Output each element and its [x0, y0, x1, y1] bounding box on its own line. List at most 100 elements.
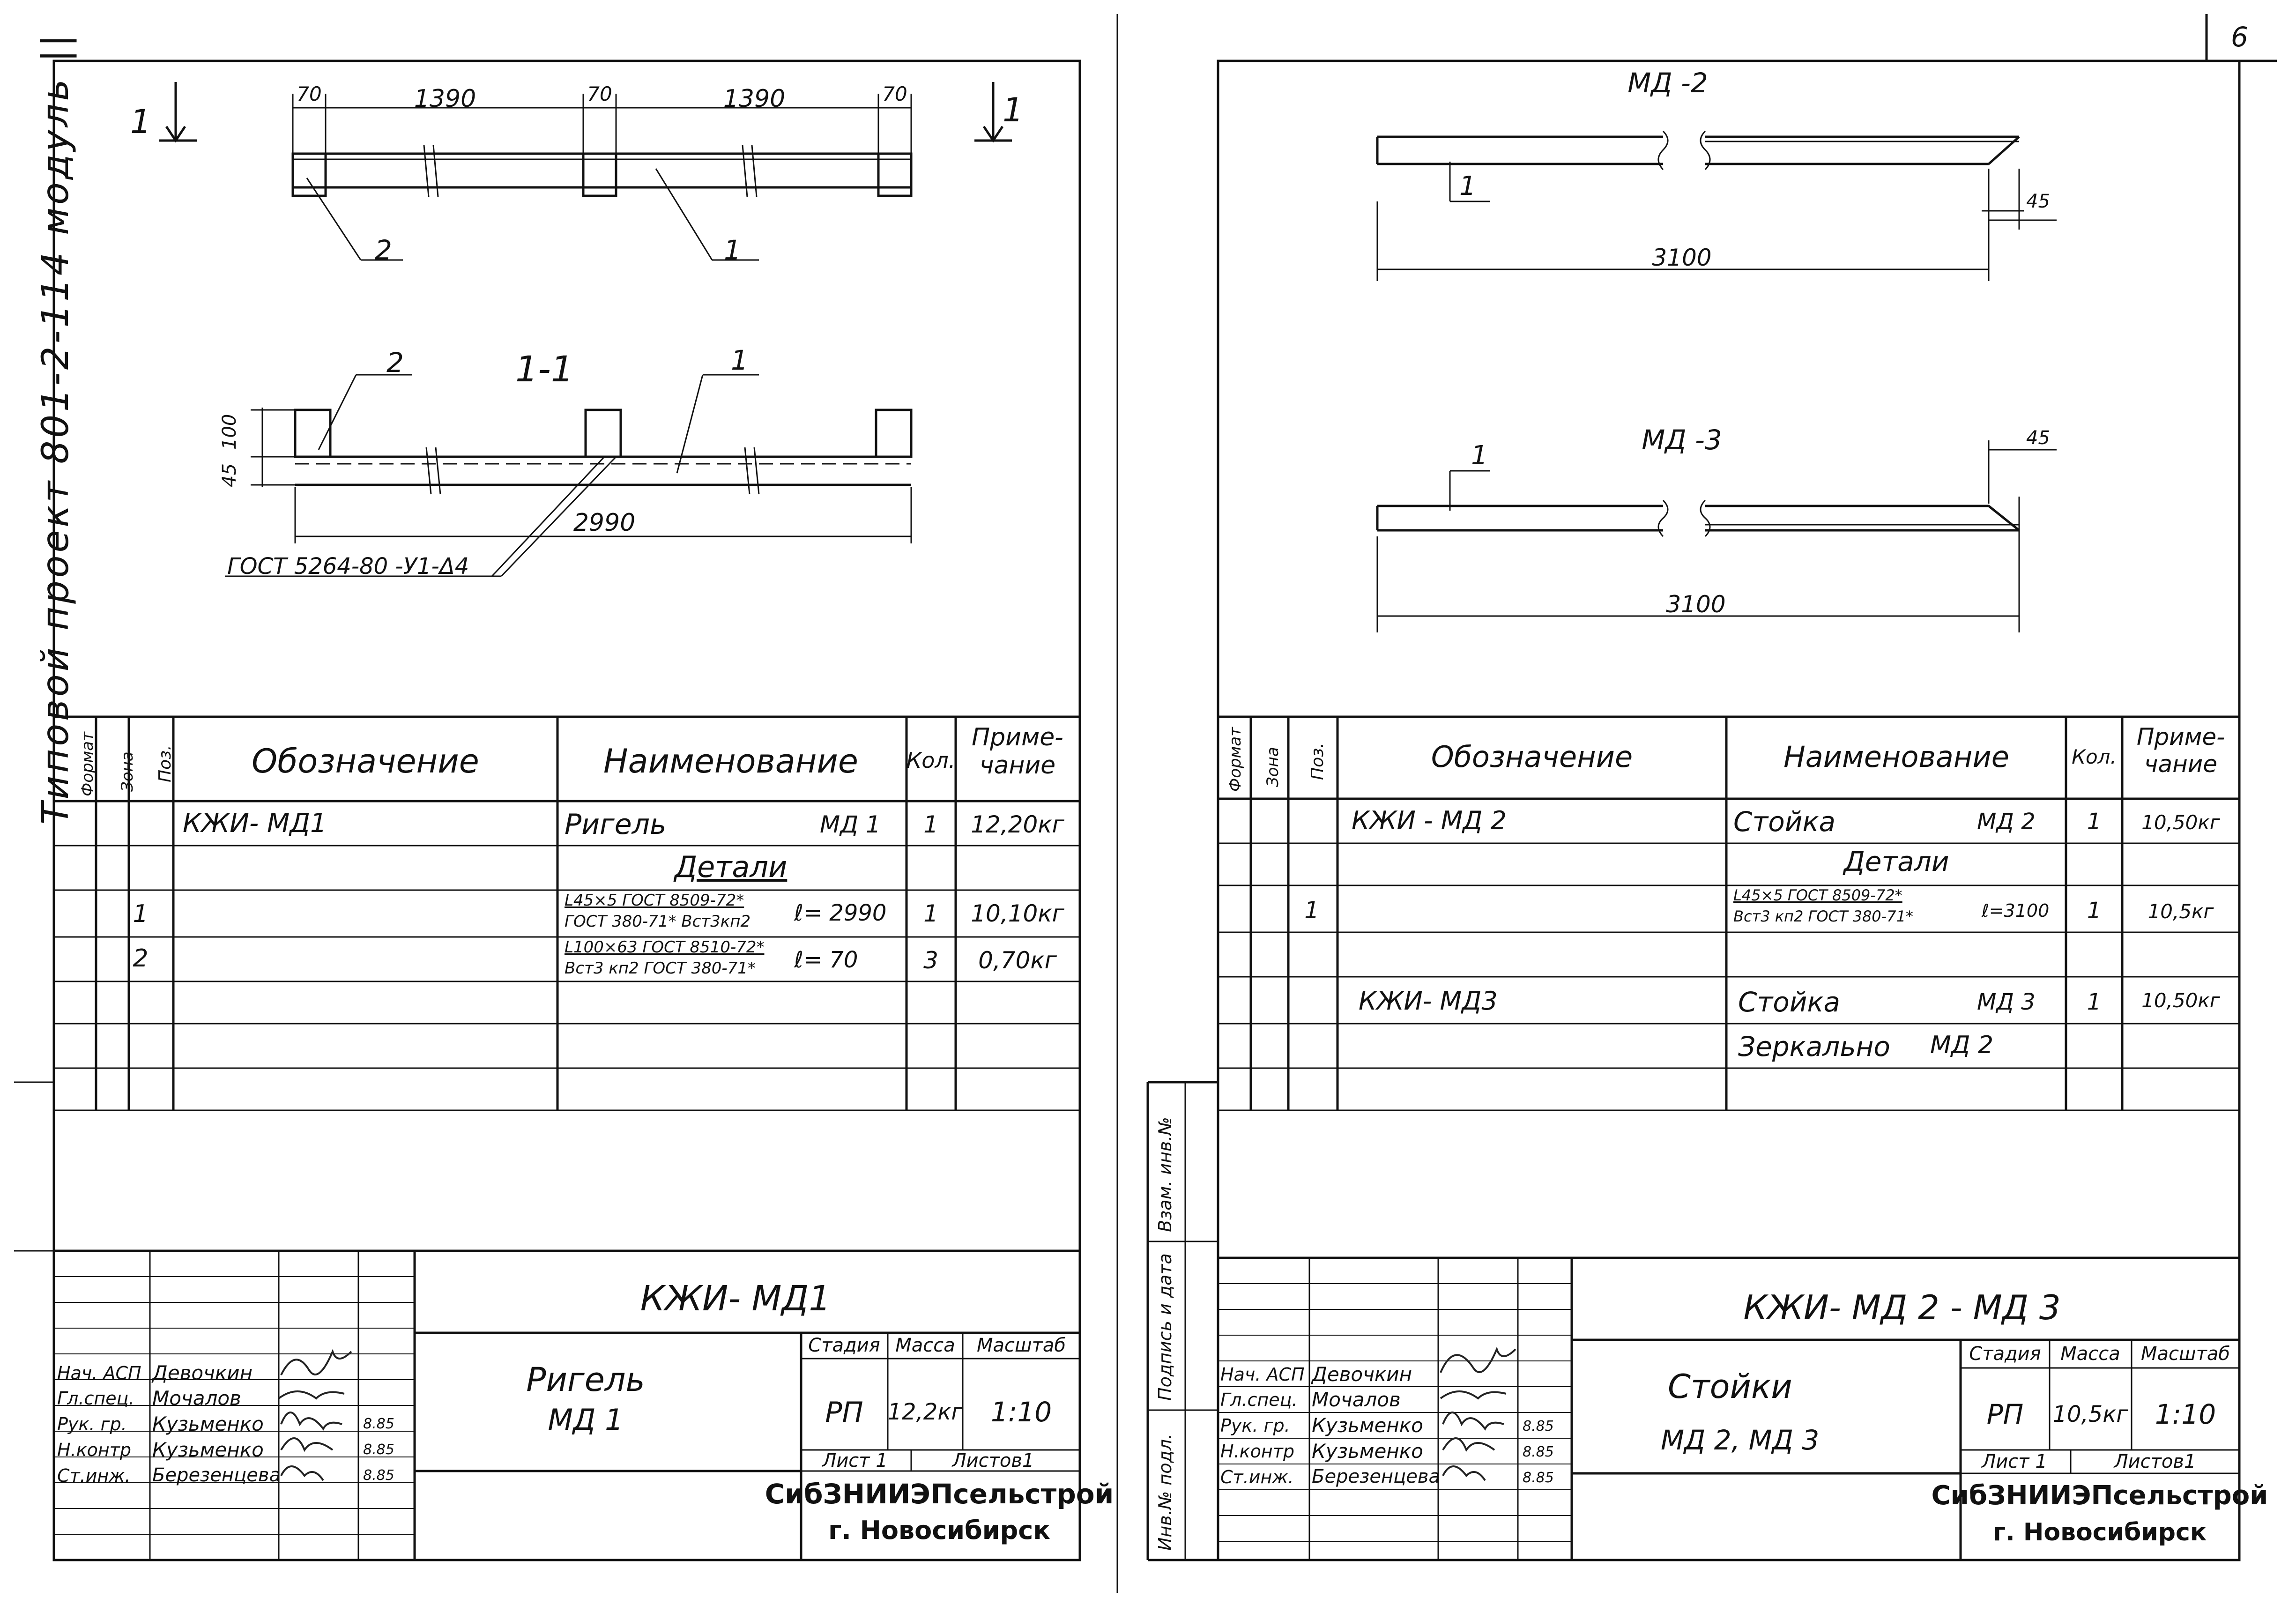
hdr-format-right: Формат [1226, 727, 1245, 792]
left-spec-grid [14, 715, 1080, 1560]
row3-note-left: 10,10кг [971, 900, 1064, 927]
hdr-pos-right: Поз. [1308, 743, 1327, 780]
tb-date-2-left: 8.85 [363, 1416, 394, 1432]
md2-dim-3100: 3100 [1652, 244, 1712, 271]
row3-name-top-left: L45×5 ГОСТ 8509-72* [565, 891, 744, 910]
tb-sheet-left: Лист 1 [822, 1450, 888, 1471]
vertical-project-title: Типовой проект 801-2-114 модуль || [35, 31, 77, 825]
left-section [225, 374, 913, 577]
tb-person-3-right: Кузьменко [1312, 1440, 1423, 1463]
hdr-note-left: Приме- чание [972, 723, 1063, 780]
dim-100: 100 [219, 414, 240, 450]
hdr-designation-left: Обозначение [252, 742, 479, 780]
page-number: 6 [2231, 21, 2248, 53]
tb-stage-right: РП [1986, 1398, 2024, 1430]
tb-person-4-right: Березенцева [1312, 1466, 1441, 1487]
right-elevations [1376, 130, 2057, 632]
section-mark-right: 1 [1003, 91, 1024, 129]
row4-name-right: Стойка [1738, 986, 1841, 1018]
stamp-inv: Инв.№ подл. [1155, 1433, 1175, 1551]
row4-designation-right: КЖИ- МД3 [1359, 986, 1498, 1016]
row1-designation-right: КЖИ - МД 2 [1352, 806, 1507, 835]
tb-person-4-left: Березенцева [152, 1464, 281, 1486]
stamp-sign-date: Подпись и дата [1155, 1253, 1175, 1401]
tb-org-left: СибЗНИИЭПсельстрой [765, 1478, 1114, 1510]
tb-sheet-right: Лист 1 [1982, 1451, 2047, 1472]
md2-callout: 1 [1459, 171, 1476, 201]
row5-mirror-right: Зеркально [1738, 1031, 1890, 1063]
dim-1390-b: 1390 [723, 85, 786, 113]
hdr-note-right: Приме- чание [2136, 723, 2225, 778]
dim-1390-a: 1390 [414, 85, 476, 113]
tb-code-right: КЖИ- МД 2 - МД 3 [1743, 1288, 2061, 1327]
dim-70-b: 70 [587, 82, 612, 105]
tb-role-0-left: Нач. АСП [57, 1363, 141, 1383]
tb-role-2-left: Рук. гр. [57, 1414, 127, 1434]
md3-dim-45: 45 [2026, 427, 2050, 449]
row2-details-left: Детали [674, 850, 788, 884]
right-spec-grid [1146, 715, 2239, 1561]
left-elevation [159, 82, 1012, 261]
tb-name2-right: МД 2, МД 3 [1661, 1424, 1820, 1456]
tb-person-3-left: Кузьменко [152, 1438, 264, 1461]
tb-role-1-right: Гл.спец. [1220, 1390, 1298, 1410]
callout-2-section: 2 [386, 347, 404, 379]
row4-qty-right: 1 [2087, 989, 2102, 1015]
tb-mass-label-right: Масса [2060, 1343, 2120, 1365]
row3-pos-left: 1 [133, 900, 149, 928]
row4-len-left: ℓ= 70 [794, 947, 858, 973]
hdr-zone-right: Зона [1263, 747, 1282, 787]
stamp-vzam: Взам. инв.№ [1155, 1117, 1175, 1232]
tb-scale-left: 1:10 [990, 1396, 1052, 1428]
tb-date-4-right: 8.85 [1523, 1470, 1554, 1486]
tb-stage-left: РП [825, 1396, 863, 1429]
row3-name-bot-left: ГОСТ 380-71* Вст3кп2 [565, 912, 751, 931]
left-sheet-frame [52, 59, 1081, 1561]
tb-date-2-right: 8.85 [1523, 1418, 1554, 1434]
tb-person-0-left: Девочкин [152, 1361, 253, 1384]
dim-70-a: 70 [297, 82, 322, 105]
tb-scale-right: 1:10 [2155, 1398, 2216, 1430]
tb-org-right: СибЗНИИЭПсельстрой [1931, 1480, 2268, 1511]
row4-name-top-left: L100×63 ГОСТ 8510-72* [565, 938, 765, 957]
tb-sheets-left: Листов1 [952, 1450, 1034, 1471]
row1-mark-right: МД 2 [1977, 809, 2036, 835]
row3-qty-left: 1 [923, 900, 938, 927]
weld-note: ГОСТ 5264-80 -У1-Δ4 [227, 553, 469, 580]
row4-name-bot-left: Вст3 кп2 ГОСТ 380-71* [565, 959, 756, 978]
row1-note-left: 12,20кг [971, 811, 1064, 838]
row3-name-top-right: L45×5 ГОСТ 8509-72* [1733, 886, 1902, 904]
row1-qty-right: 1 [2087, 809, 2102, 835]
tb-code-left: КЖИ- МД1 [640, 1278, 831, 1319]
md2-title: МД -2 [1627, 67, 1708, 99]
tb-person-1-left: Мочалов [152, 1387, 241, 1410]
callout-2-top: 2 [375, 234, 392, 266]
md3-callout: 1 [1471, 440, 1488, 471]
md2-dim-45: 45 [2026, 191, 2050, 212]
tb-mass-label-left: Масса [895, 1335, 955, 1356]
tb-stage-label-left: Стадия [808, 1335, 880, 1356]
tb-role-1-left: Гл.спец. [57, 1388, 134, 1409]
tb-city-left: г. Новосибирск [828, 1516, 1050, 1545]
row3-qty-right: 1 [2087, 898, 2102, 924]
tb-role-2-right: Рук. гр. [1220, 1415, 1290, 1436]
tb-person-2-left: Кузьменко [152, 1412, 264, 1435]
row4-note-left: 0,70кг [978, 947, 1057, 974]
hdr-pos-left: Поз. [156, 745, 175, 782]
row4-qty-left: 3 [923, 947, 938, 974]
row4-note-right: 10,50кг [2141, 989, 2220, 1012]
hdr-name-right: Наименование [1783, 740, 2009, 774]
signature-scribbles [278, 1346, 1516, 1481]
tb-date-3-right: 8.85 [1523, 1444, 1554, 1460]
tb-date-3-left: 8.85 [363, 1442, 394, 1458]
tb-name2-left: МД 1 [548, 1403, 624, 1437]
row1-name-left: Ригель [565, 808, 667, 841]
tb-date-4-left: 8.85 [363, 1467, 394, 1484]
row3-len-left: ℓ= 2990 [794, 900, 887, 926]
section-title: 1-1 [515, 348, 574, 390]
tb-scale-label-right: Масштаб [2140, 1343, 2230, 1365]
section-mark-left: 1 [130, 103, 151, 141]
tb-role-0-right: Нач. АСП [1220, 1364, 1305, 1385]
tb-role-4-left: Ст.инж. [57, 1465, 131, 1486]
right-sheet-frame [1217, 59, 2241, 1561]
